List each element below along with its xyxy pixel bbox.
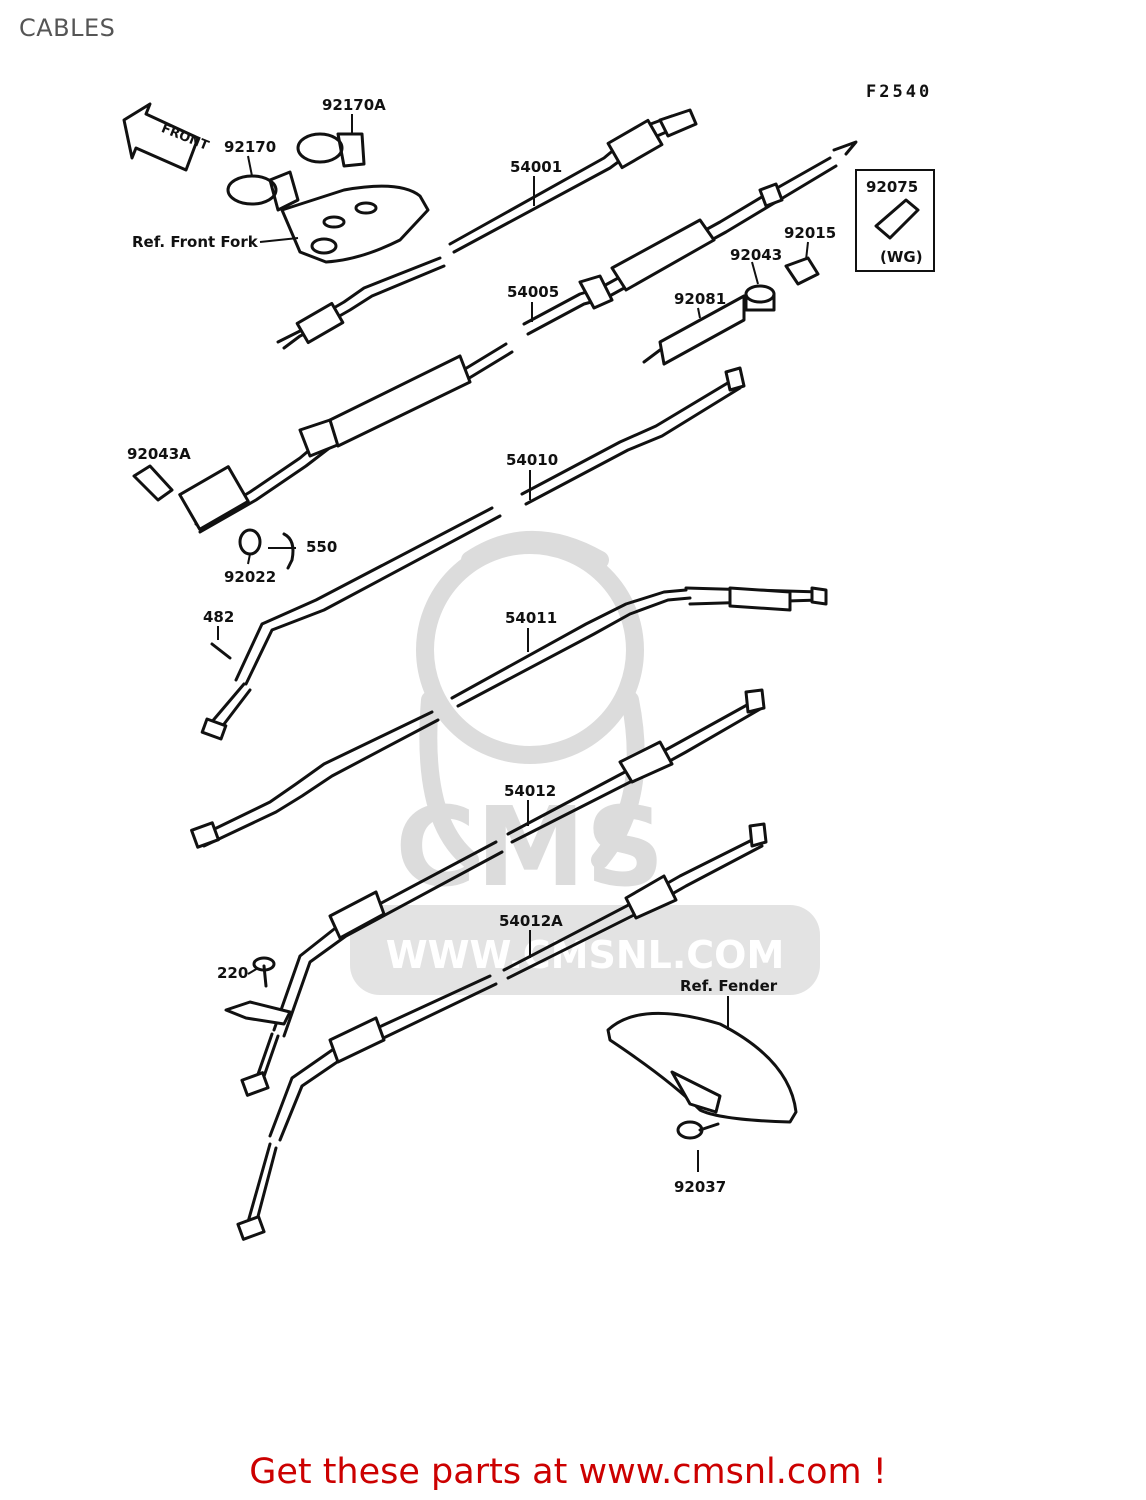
wg-label: (WG) (880, 248, 923, 266)
part-label-92043[interactable]: 92043 (730, 246, 783, 264)
ref-front-fork-label: Ref. Front Fork (132, 233, 258, 251)
part-label-92170[interactable]: 92170 (224, 138, 277, 156)
part-label-54010[interactable]: 54010 (506, 451, 559, 469)
part-label-54011[interactable]: 54011 (505, 609, 558, 627)
part-label-54012[interactable]: 54012 (504, 782, 557, 800)
part-label-92015[interactable]: 92015 (784, 224, 837, 242)
part-label-220[interactable]: 220 (217, 964, 249, 982)
part-label-92081[interactable]: 92081 (674, 290, 727, 308)
part-label-92043A[interactable]: 92043A (127, 445, 191, 463)
cta-link[interactable]: Get these parts at www.cmsnl.com ! (0, 1452, 1146, 1492)
part-label-550[interactable]: 550 (306, 538, 338, 556)
part-label-54005[interactable]: 54005 (507, 283, 560, 301)
front-arrow-icon (122, 102, 200, 172)
page-title: CABLES (19, 14, 116, 42)
part-label-92022[interactable]: 92022 (224, 568, 277, 586)
part-label-92037[interactable]: 92037 (674, 1178, 727, 1196)
watermark-brand: CMS (395, 783, 664, 911)
part-label-54001[interactable]: 54001 (510, 158, 563, 176)
part-label-92075[interactable]: 92075 (866, 178, 919, 196)
wg-inset-box (855, 169, 935, 272)
ref-fender-label: Ref. Fender (680, 977, 778, 995)
part-label-54012A[interactable]: 54012A (499, 912, 563, 930)
cta-text[interactable]: Get these parts at www.cmsnl.com ! (249, 1452, 887, 1492)
part-label-482[interactable]: 482 (203, 608, 235, 626)
part-label-92170A[interactable]: 92170A (322, 96, 386, 114)
figure-code: F2540 (866, 82, 933, 102)
